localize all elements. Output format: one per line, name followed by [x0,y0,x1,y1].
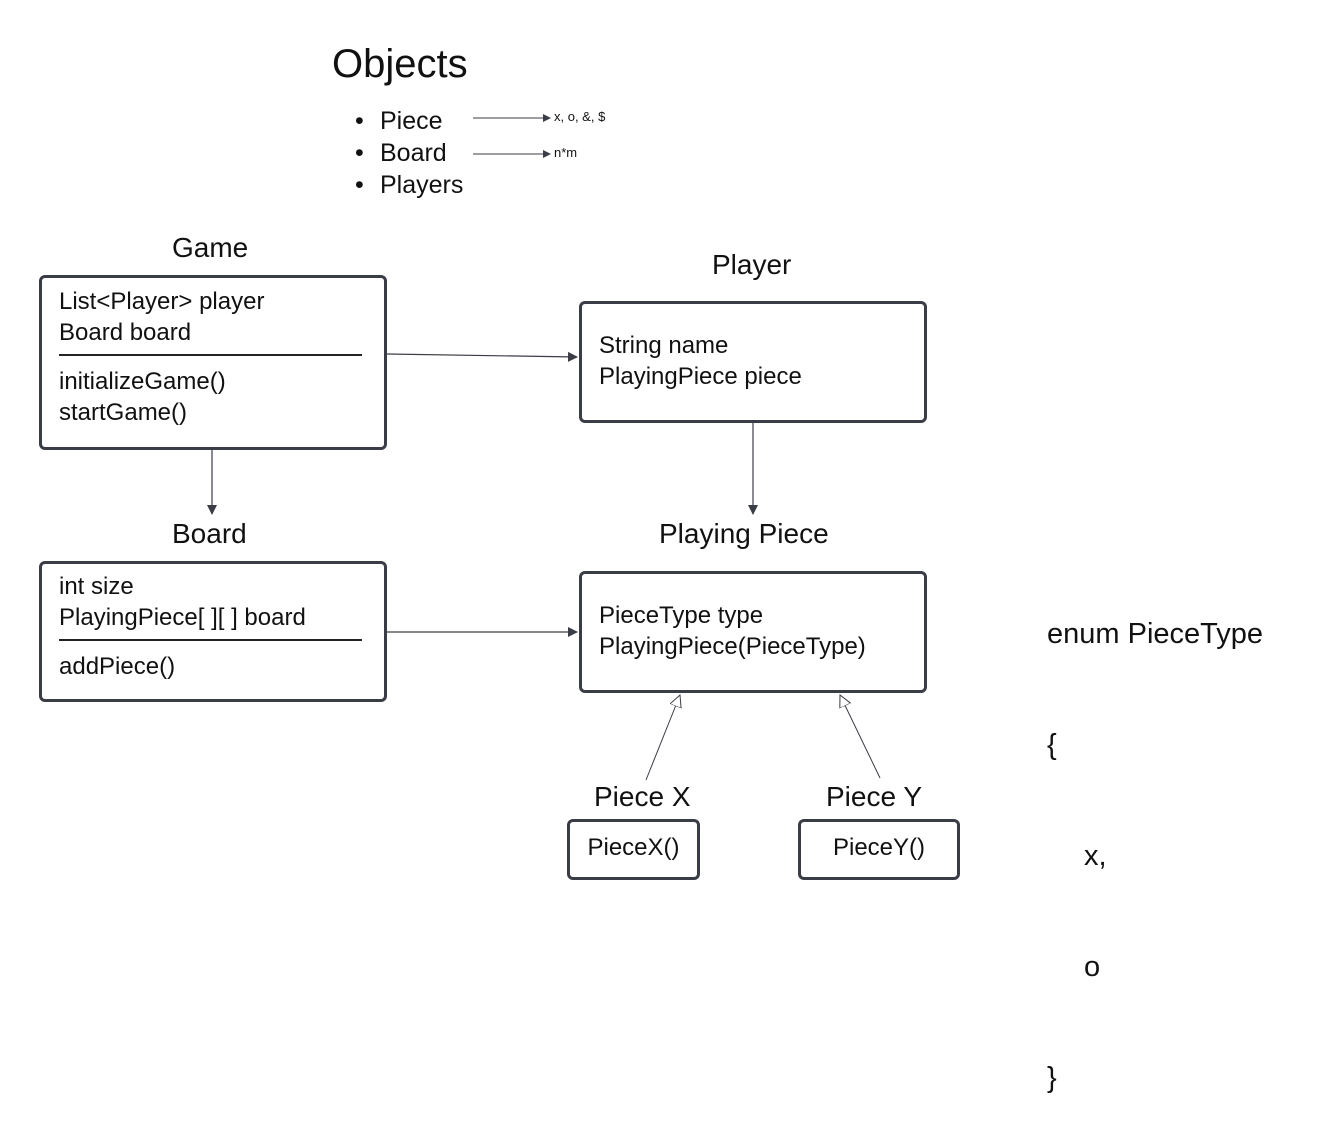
board-separator [59,639,362,641]
list-item: Players [355,169,463,201]
game-method: initializeGame() [59,368,226,395]
player-field: PlayingPiece piece [599,363,802,390]
board-field: int size [59,573,134,600]
connectors [207,114,881,781]
board-note: n*m [554,145,578,160]
game-box: List<Player> player Board board initiali… [39,275,387,450]
enum-value: x, [1084,840,1107,872]
enum-value: o [1084,951,1101,983]
player-title: Player [712,249,792,280]
piecex-inherit-arrow [645,695,680,781]
piece-x-title: Piece X [594,781,691,812]
game-title: Game [172,232,249,263]
player-field: String name [599,332,729,359]
piecey-inherit-arrow [840,695,881,779]
board-field: PlayingPiece[ ][ ] board [59,604,306,631]
enum-open-brace: { [1047,729,1057,761]
piece-note: x, o, &, $ [554,109,606,124]
piece-y-constructor: PieceY() [832,834,926,861]
list-item: Piece [355,105,463,137]
game-field: List<Player> player [59,288,265,315]
playing-piece-field: PieceType type [599,602,764,629]
playing-piece-title: Playing Piece [659,518,829,549]
playing-piece-box: PieceType type PlayingPiece(PieceType) [579,571,927,693]
enum-close-brace: } [1047,1062,1057,1094]
board-box: int size PlayingPiece[ ][ ] board addPie… [39,561,387,702]
game-to-player-arrow [386,351,578,362]
enum-header: enum PieceType [1047,618,1264,650]
objects-heading: Objects [332,42,468,86]
piece-y-title: Piece Y [826,781,922,812]
game-separator [59,354,362,356]
objects-list: Piece Board Players [355,105,463,201]
piece-x-constructor: PieceX() [587,834,680,861]
player-box: String name PlayingPiece piece [579,301,927,423]
piece-x-box: PieceX() [567,819,700,880]
piece-y-box: PieceY() [798,819,960,880]
game-field: Board board [59,319,192,346]
game-method: startGame() [59,399,188,426]
board-method: addPiece() [59,653,176,680]
board-title: Board [172,518,247,549]
playing-piece-field: PlayingPiece(PieceType) [599,633,866,660]
enum-piecetype: enum PieceType { x, o } [1047,542,1263,1134]
list-item: Board [355,137,463,169]
